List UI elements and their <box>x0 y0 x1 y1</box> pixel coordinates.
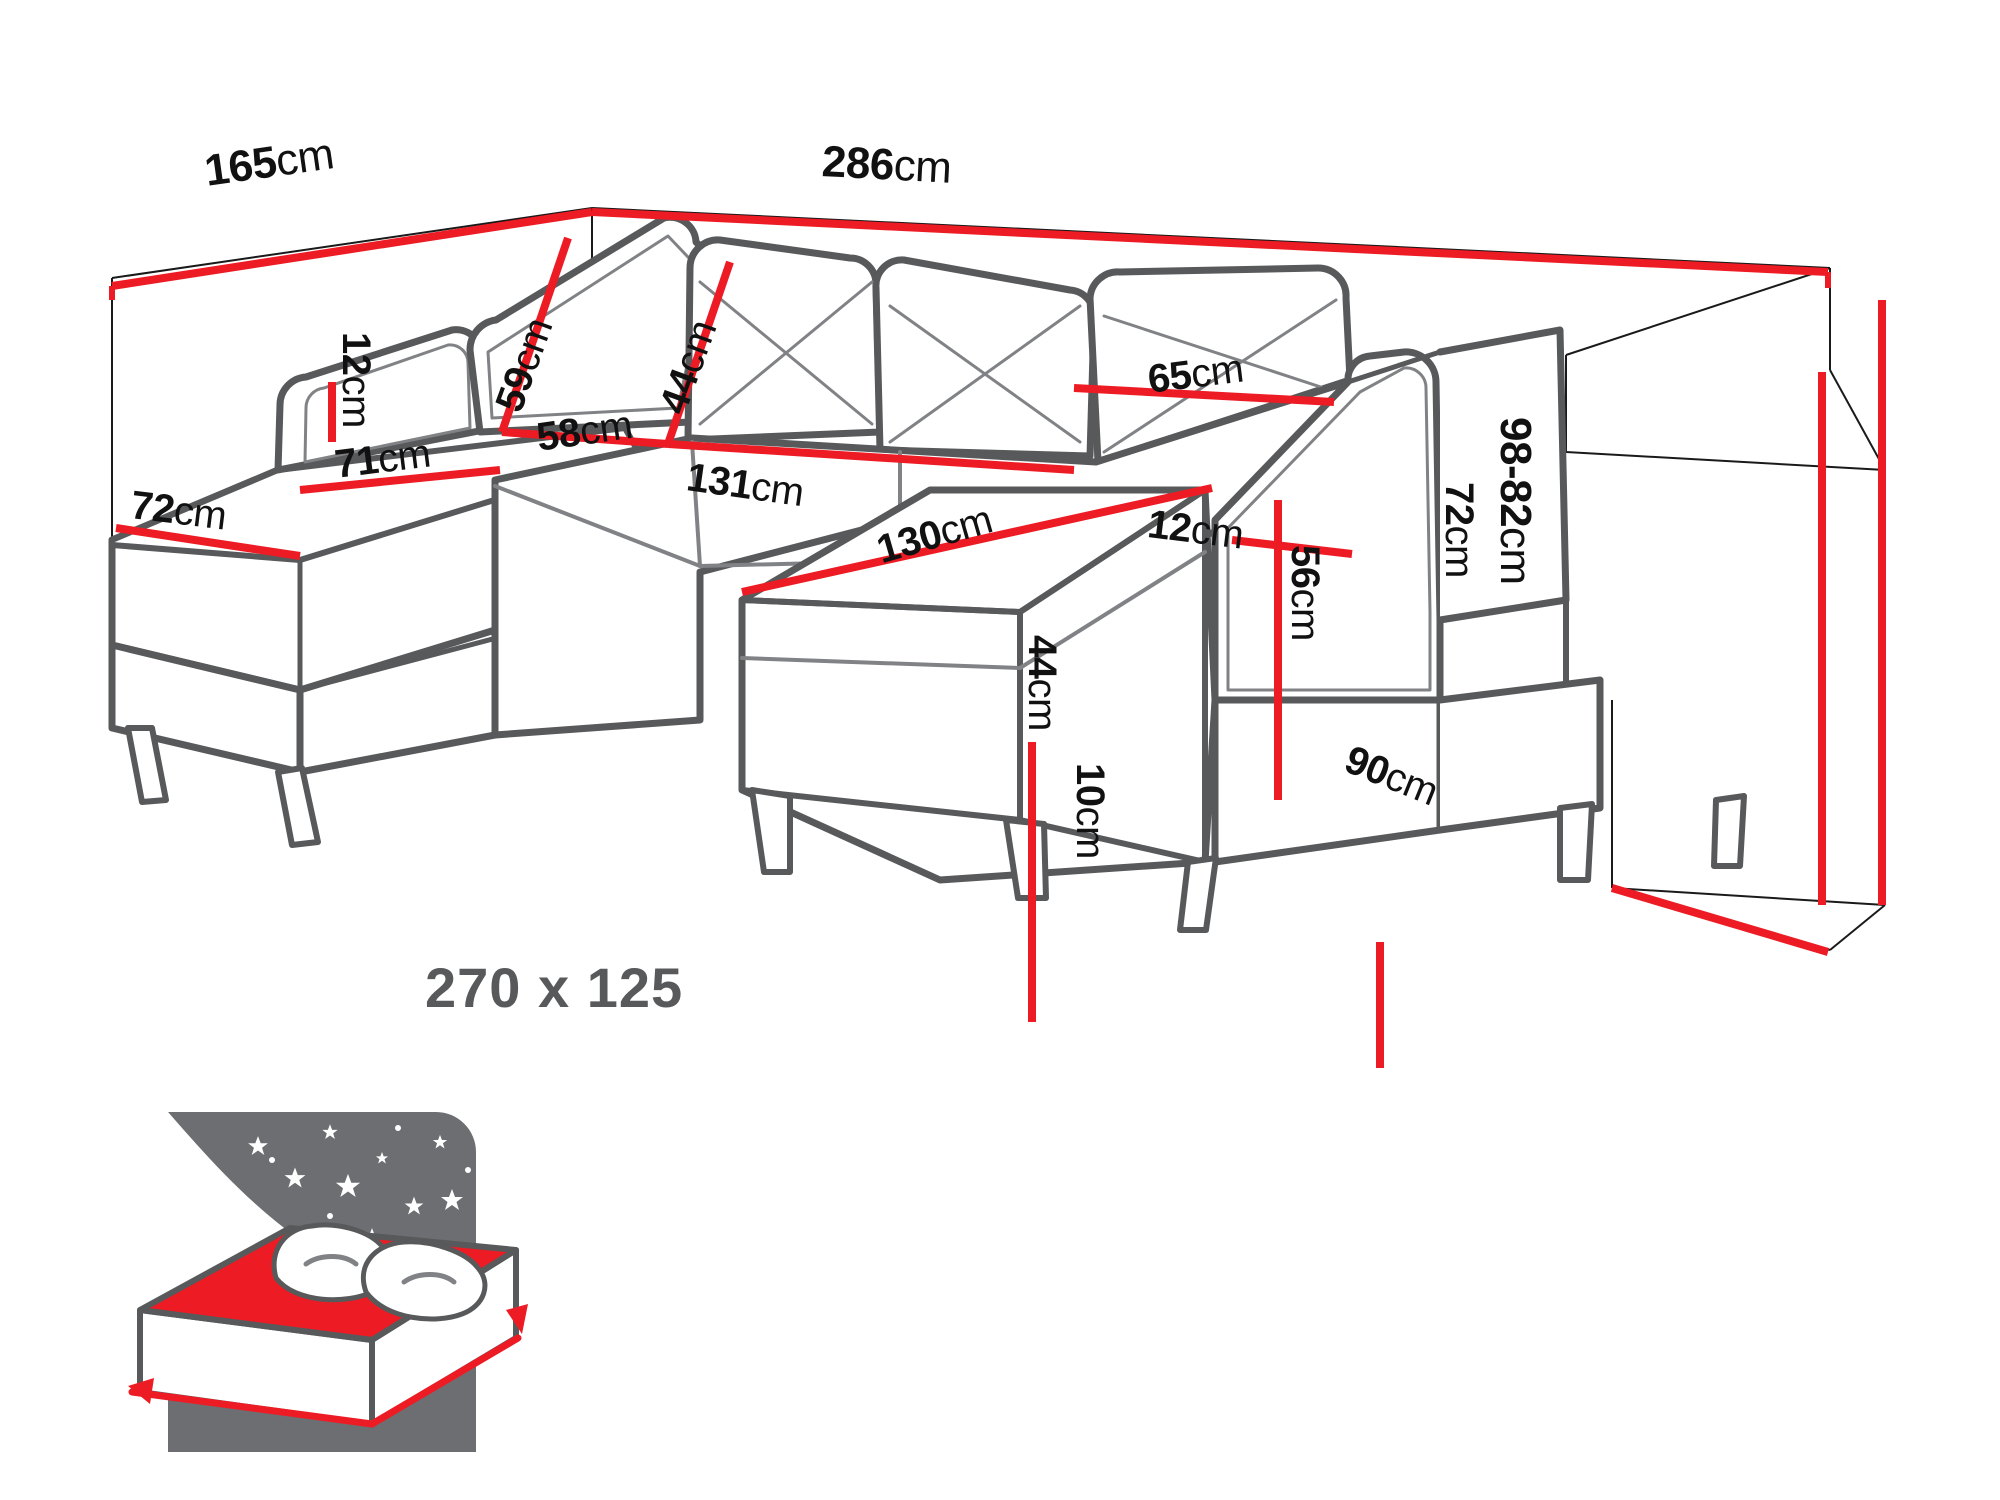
dimension-value: 65 <box>1145 352 1194 402</box>
dimension-value: 56 <box>1283 545 1327 589</box>
dimension-44cm-seat-height: 44cm <box>1020 635 1064 731</box>
dimension-value: 12 <box>334 332 378 376</box>
dimension-unit: cm <box>334 375 378 428</box>
dimension-98-82cm-back-height: 98-82cm <box>1491 417 1540 585</box>
bed-dimension-arrowheads <box>128 1304 528 1404</box>
dimension-unit: cm <box>1437 525 1481 578</box>
dimension-unit: cm <box>1020 678 1064 731</box>
dimension-value: 131 <box>683 455 755 508</box>
dimension-value: 44 <box>1020 635 1064 679</box>
dimension-12cm-right-armrest: 12cm <box>1145 502 1246 558</box>
dimension-unit: cm <box>1068 806 1112 859</box>
dimension-ticks <box>109 272 1831 300</box>
dimension-56cm-right-seat-height: 56cm <box>1283 545 1327 641</box>
dimension-unit: cm <box>272 129 337 186</box>
dimension-unit: cm <box>892 140 953 193</box>
dimension-unit: cm <box>748 464 807 516</box>
dimension-unit: cm <box>171 488 229 539</box>
dimension-value: 58 <box>533 410 584 460</box>
dimension-286cm-overall-width: 286cm <box>820 137 953 193</box>
sofa-outline <box>108 213 1604 884</box>
dimension-72cm-left-chaise-width: 72cm <box>128 483 229 539</box>
dimension-unit: cm <box>577 402 635 454</box>
dimension-value: 71 <box>332 437 381 487</box>
dimension-72cm-arm-height: 72cm <box>1437 482 1481 578</box>
dimension-value: 98-82 <box>1491 417 1540 528</box>
dimension-value: 165 <box>201 137 280 196</box>
dimension-unit: cm <box>375 431 433 482</box>
dimension-unit: cm <box>1188 346 1246 397</box>
sleeping-area-bed-icon <box>128 1112 528 1452</box>
dimension-value: 72 <box>1437 482 1481 526</box>
dimension-value: 72 <box>128 483 177 533</box>
dimension-unit: cm <box>1283 588 1327 641</box>
dimension-unit: cm <box>1491 527 1540 585</box>
dimension-value: 286 <box>820 137 896 190</box>
dimension-value: 10 <box>1068 763 1112 807</box>
dimension-12cm-left-armrest: 12cm <box>334 332 378 428</box>
dimension-value: 12 <box>1145 502 1194 552</box>
dimension-lines <box>111 208 1886 1068</box>
dimension-10cm-leg-height: 10cm <box>1068 763 1112 859</box>
dimension-unit: cm <box>1188 507 1246 558</box>
sleeping-area-size-label: 270 x 125 <box>425 956 684 1019</box>
